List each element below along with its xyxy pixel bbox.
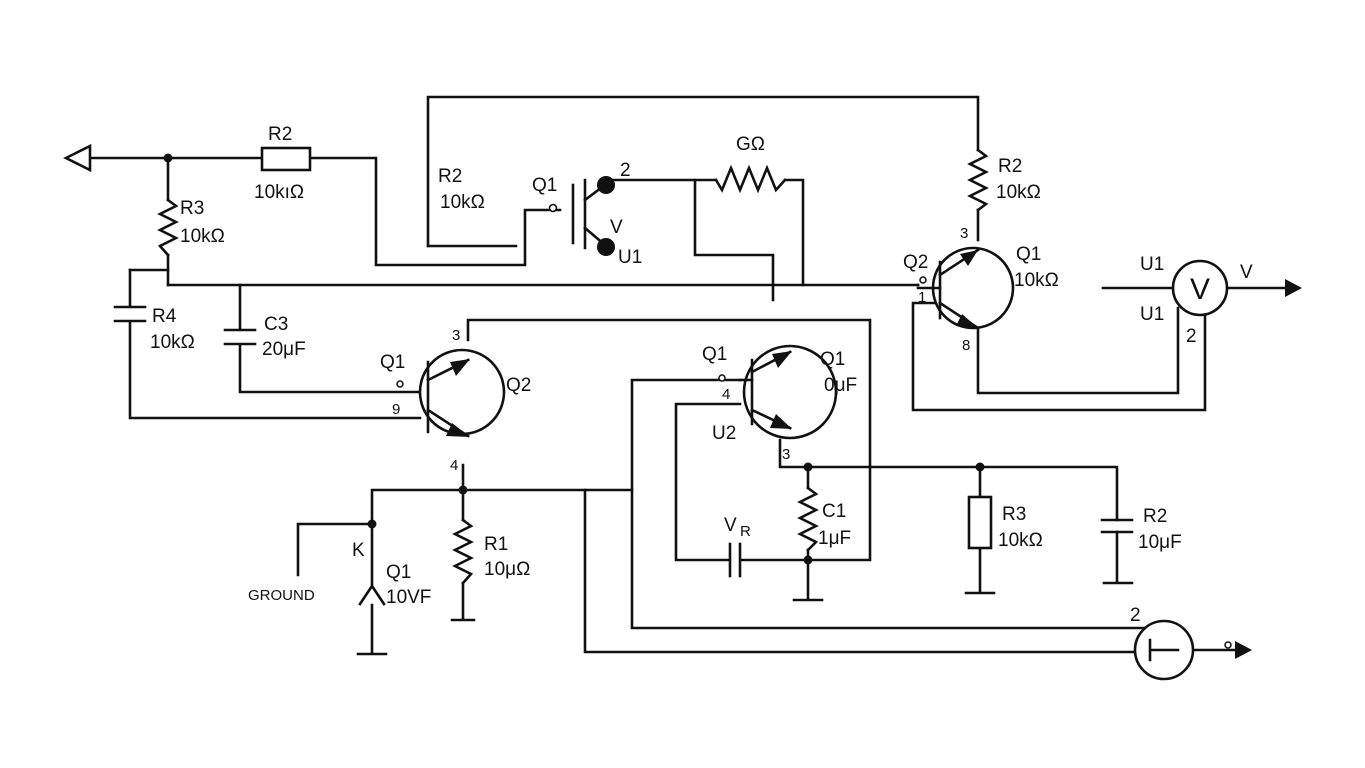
- label-r4-val: 10kΩ: [150, 332, 195, 353]
- label-vr-sub: R: [740, 523, 751, 540]
- resistor-r3-left: [157, 198, 179, 257]
- voltmeter-right: [1171, 259, 1302, 317]
- label-u1-bot: U1: [1140, 304, 1164, 325]
- label-u2: U2: [712, 423, 736, 444]
- label-q1-bot: Q1: [386, 562, 411, 583]
- voltmeter-bottom: [1133, 619, 1252, 681]
- label-q2-pin-e: 8: [962, 337, 970, 354]
- label-q1-top-pin: 2: [620, 160, 631, 181]
- label-c1-val: 1μF: [818, 528, 851, 549]
- label-q2-right: Q2: [903, 252, 928, 273]
- label-r2-mid-val: 10kΩ: [440, 192, 485, 213]
- resistor-r3-right: [967, 495, 993, 550]
- label-meter2-pin: 2: [1130, 605, 1141, 626]
- resistor-g-ohm: [714, 164, 787, 194]
- label-r2-mid: R2: [438, 166, 462, 187]
- label-r4: R4: [152, 306, 177, 327]
- label-u2-pin-e: 3: [782, 446, 790, 463]
- transistor-u2: [718, 344, 838, 440]
- label-q1-u2-left: Q1: [702, 344, 727, 365]
- resistor-r2-right: [967, 148, 989, 212]
- label-q-mid-pin-c: 3: [452, 327, 460, 344]
- ground-symbols: [356, 581, 1134, 656]
- junctions: [163, 153, 985, 565]
- label-c1: C1: [822, 501, 846, 522]
- wires: [88, 95, 1287, 654]
- label-q1-mid: Q1: [380, 352, 405, 373]
- transistor-q2-right: [916, 246, 1015, 330]
- output-arrow-bottom-icon: [1235, 641, 1252, 659]
- label-r2-top: R2: [268, 124, 292, 145]
- label-r3-right: R3: [1002, 504, 1026, 525]
- label-meter-v: V: [1190, 273, 1210, 306]
- label-q2-pin-c: 3: [960, 225, 968, 242]
- label-u2-pin-b: 4: [722, 386, 730, 403]
- label-c3-val: 20μF: [262, 339, 306, 360]
- input-arrow-icon: [63, 143, 92, 173]
- label-q1-top-u1: U1: [618, 247, 642, 268]
- label-q-mid-pin-e: 4: [450, 457, 458, 474]
- transistor-q1-top: [548, 176, 615, 256]
- output-arrow-icon: [1285, 279, 1302, 297]
- resistor-c1: [797, 486, 819, 552]
- label-r3-right-val: 10kΩ: [998, 530, 1043, 551]
- label-vr: V: [724, 515, 737, 536]
- label-r2-cap: R2: [1143, 506, 1167, 527]
- label-q1-right: Q1: [1016, 244, 1041, 265]
- resistor-r2-top: [260, 146, 312, 172]
- capacitor-c3: [223, 328, 257, 346]
- transistor-q-mid: [396, 348, 506, 438]
- label-q1-u2-val: 0μF: [824, 375, 857, 396]
- label-q2-pin-b: 1: [918, 289, 926, 306]
- label-q1-top-v: V: [610, 217, 623, 238]
- label-r3-left-val: 10kΩ: [180, 226, 225, 247]
- label-v-out: V: [1240, 262, 1253, 283]
- label-r2-top-val: 10kıΩ: [254, 182, 304, 203]
- label-u1-top: U1: [1140, 254, 1164, 275]
- switch-k: [358, 583, 386, 606]
- label-r1: R1: [484, 534, 508, 555]
- label-q1-bot-val: 10VF: [386, 587, 431, 608]
- capacitor-vr: [728, 542, 742, 578]
- label-c3: C3: [264, 314, 288, 335]
- label-ground: GROUND: [248, 587, 315, 604]
- label-r1-val: 10μΩ: [484, 559, 530, 580]
- labels: R2 10kıΩ R3 10kΩ R4 10kΩ C3 20μF R2 10kΩ…: [150, 124, 1253, 626]
- label-g-ohm: GΩ: [736, 134, 765, 155]
- label-q1-u2-right: Q1: [820, 349, 845, 370]
- label-q1-top: Q1: [532, 175, 557, 196]
- capacitor-r4: [113, 305, 147, 323]
- label-q-mid-pin-b: 9: [392, 401, 400, 418]
- resistor-r1: [452, 518, 474, 585]
- label-r2-right-val: 10kΩ: [996, 182, 1041, 203]
- label-r3-left: R3: [180, 198, 204, 219]
- label-meter-pin: 2: [1186, 326, 1197, 347]
- label-r2-cap-val: 10μF: [1138, 532, 1182, 553]
- capacitor-r2-right: [1100, 518, 1134, 534]
- label-q2-mid: Q2: [506, 375, 531, 396]
- label-r2-right: R2: [998, 156, 1022, 177]
- label-k: K: [352, 540, 365, 561]
- label-q1-right-val: 10kΩ: [1014, 270, 1059, 291]
